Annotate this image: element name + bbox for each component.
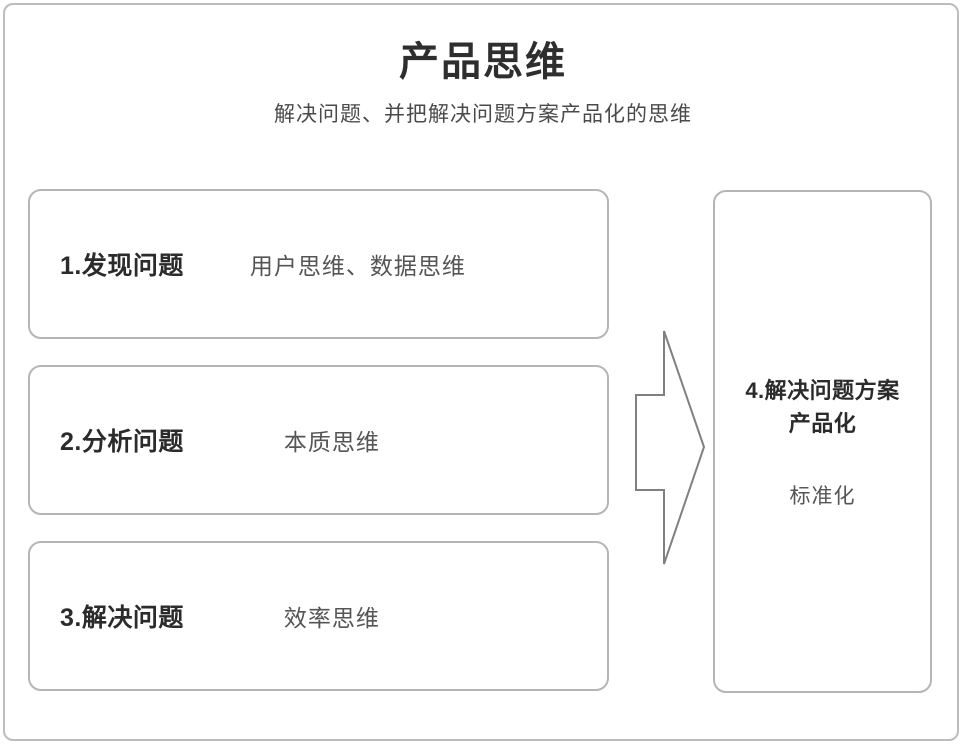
- page-subtitle: 解决问题、并把解决问题方案产品化的思维: [274, 103, 692, 126]
- stage-row-2: 2.分析问题 本质思维: [30, 367, 607, 513]
- stage-row-1: 1.发现问题 用户思维、数据思维: [30, 191, 607, 337]
- outcome-title-line-2: 产品化: [788, 410, 857, 436]
- outcome-title: 4.解决问题方案 产品化: [737, 374, 907, 440]
- stage-label-3: 3.解决问题: [60, 604, 184, 632]
- stage-detail-1: 用户思维、数据思维: [249, 253, 466, 279]
- page-title: 产品思维: [399, 40, 567, 84]
- stage-box-2[interactable]: 2.分析问题 本质思维: [28, 365, 609, 515]
- stage-label-1: 1.发现问题: [60, 252, 184, 280]
- stage-detail-2: 本质思维: [283, 429, 380, 455]
- stage-detail-3: 效率思维: [283, 605, 380, 631]
- stage-label-2: 2.分析问题: [60, 428, 184, 456]
- outcome-title-line-1: 4.解决问题方案: [745, 377, 900, 403]
- diagram-header: 产品思维 解决问题、并把解决问题方案产品化的思维: [0, 36, 966, 130]
- outcome-panel[interactable]: 4.解决问题方案 产品化 标准化: [713, 190, 932, 693]
- stage-row-3: 3.解决问题 效率思维: [30, 543, 607, 689]
- stage-box-1[interactable]: 1.发现问题 用户思维、数据思维: [28, 189, 609, 339]
- stage-box-3[interactable]: 3.解决问题 效率思维: [28, 541, 609, 691]
- outcome-detail: 标准化: [789, 484, 856, 508]
- right-arrow-outline-icon: [628, 325, 710, 570]
